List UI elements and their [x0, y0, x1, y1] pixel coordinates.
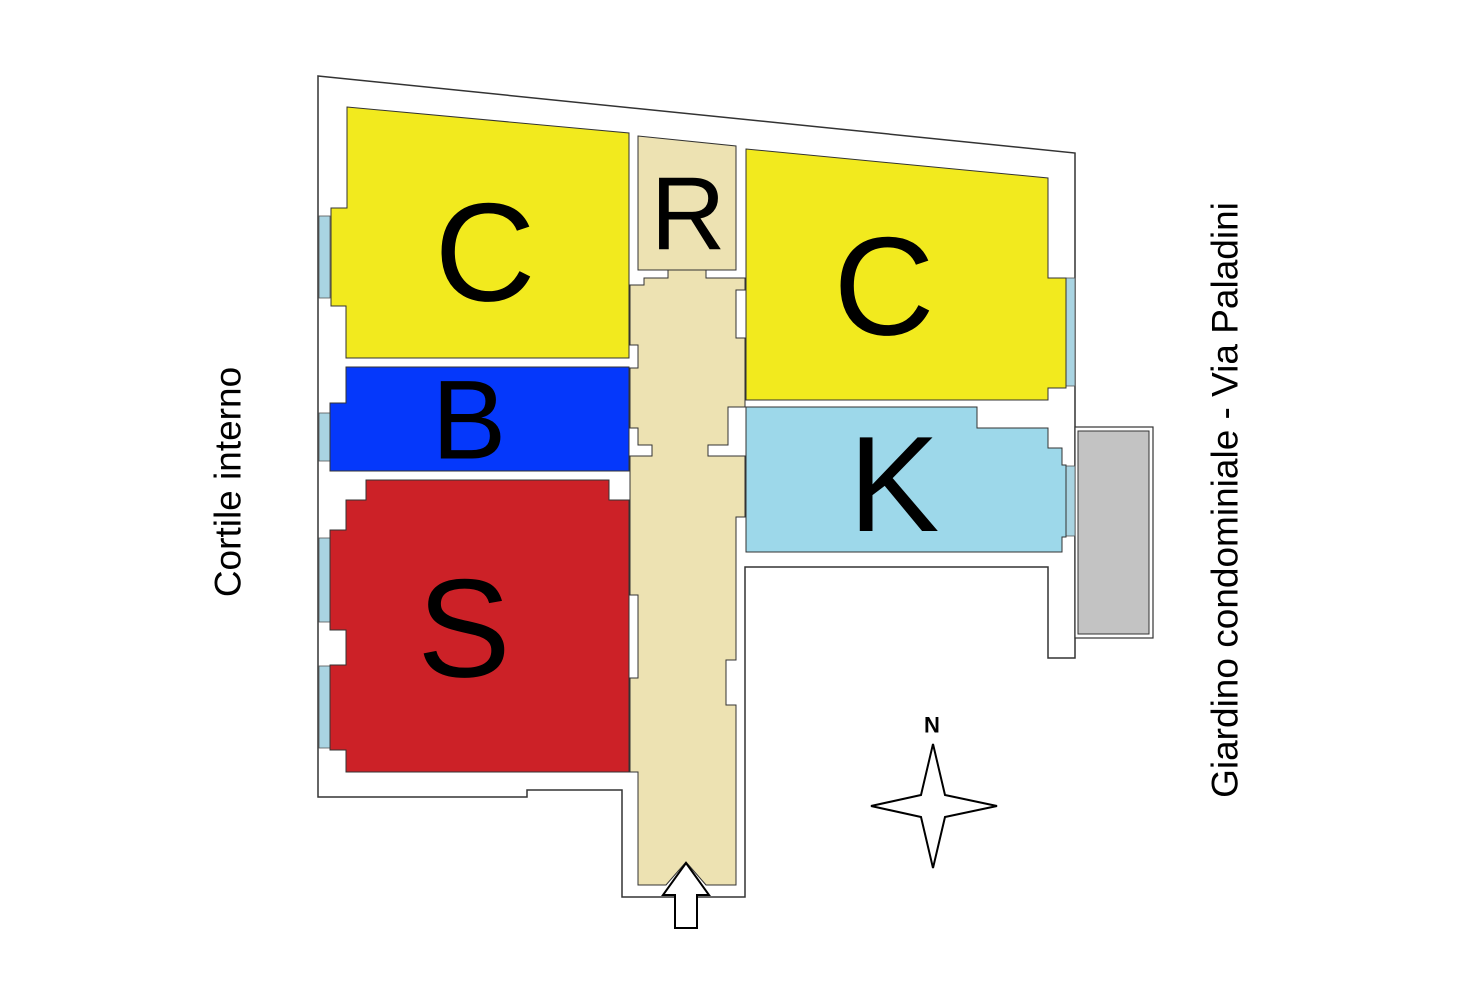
window	[1065, 277, 1076, 387]
side-label-left: Cortile interno	[208, 367, 249, 597]
balcony	[1077, 430, 1150, 635]
room-living	[329, 479, 630, 773]
room-bedroom-right	[745, 148, 1067, 401]
room-label-bedroom-left: C	[434, 174, 535, 331]
room-bathroom	[329, 366, 630, 472]
room-label-bedroom-right: C	[833, 208, 934, 365]
compass-star-icon	[870, 743, 998, 869]
window	[1065, 465, 1076, 537]
corridor	[629, 269, 746, 886]
arrow-up-icon	[661, 861, 711, 929]
window	[318, 215, 331, 299]
window	[318, 537, 331, 623]
window	[318, 665, 331, 749]
compass: N	[870, 713, 998, 869]
side-label-right: Giardino condominiale - Via Paladini	[1205, 202, 1246, 798]
room-label-living: S	[417, 550, 510, 707]
room-label-storage: R	[650, 156, 725, 272]
room-label-bathroom: B	[432, 358, 507, 483]
room-kitchen	[745, 406, 1067, 553]
room-label-kitchen: K	[849, 408, 940, 560]
compass-north-label: N	[924, 713, 940, 738]
window	[318, 412, 331, 462]
room-bedroom-left	[330, 106, 630, 359]
room-storage	[637, 135, 737, 271]
